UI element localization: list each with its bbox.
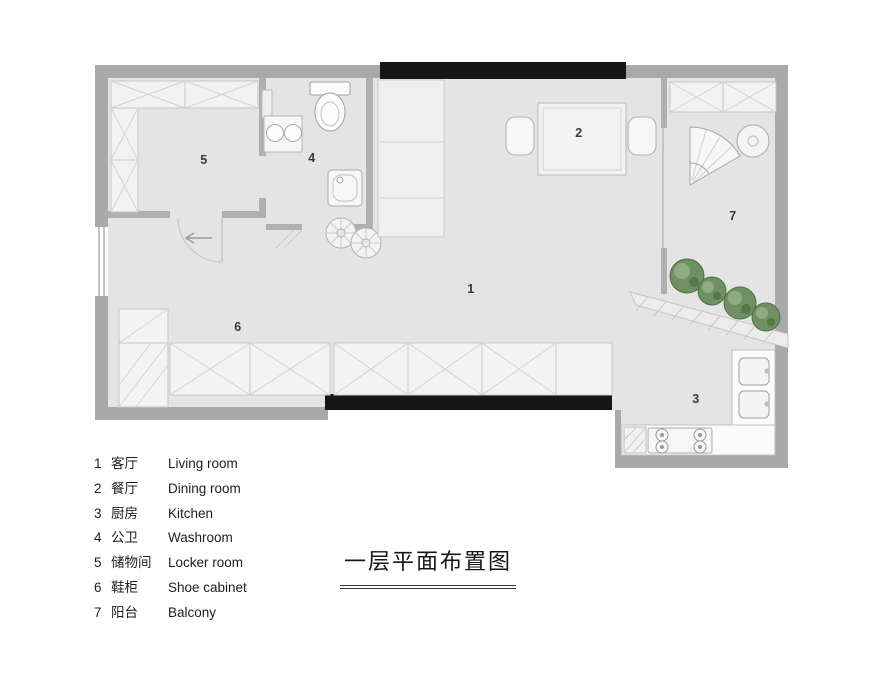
room-label-balcony: 7 xyxy=(729,209,737,223)
kitchen-sink-icon xyxy=(738,357,770,419)
door-swing xyxy=(177,217,223,263)
legend-en-label: Dining room xyxy=(168,480,241,496)
dining-table xyxy=(537,102,627,176)
plant-icon xyxy=(751,302,781,332)
hatch-strip xyxy=(275,229,303,249)
planter-band xyxy=(629,291,789,349)
legend-item-dining-room: 2 餐厅 Dining room xyxy=(94,477,247,502)
plant-icon xyxy=(669,258,705,294)
wall-top-right xyxy=(624,65,788,78)
room-label-kitchen: 3 xyxy=(692,392,700,406)
legend-item-washroom: 4 公卫 Washroom xyxy=(94,526,247,551)
legend-number: 6 xyxy=(94,579,102,595)
legend-en-label: Washroom xyxy=(168,530,233,546)
kitchen-hatch-box xyxy=(623,426,647,454)
legend-item-shoe-cabinet: 6 鞋柜 Shoe cabinet xyxy=(94,576,247,601)
legend-item-balcony: 7 阳台 Balcony xyxy=(94,601,247,626)
plant-icon xyxy=(723,286,757,320)
room-label-living-room: 1 xyxy=(467,282,475,296)
toilet-icon xyxy=(309,81,351,132)
legend-number: 5 xyxy=(94,555,102,571)
legend-en-label: Kitchen xyxy=(168,505,214,521)
legend-zh-label: 储物间 xyxy=(111,555,152,571)
dining-chair xyxy=(505,116,535,156)
wall-right xyxy=(775,65,788,468)
wall-kitchen-left xyxy=(615,410,621,460)
walls-black xyxy=(325,62,626,410)
legend-number: 4 xyxy=(94,530,102,546)
entry-arrow-icon xyxy=(184,232,212,244)
balcony-glass-door xyxy=(662,128,664,248)
legend-item-locker-room: 5 储物间 Locker room xyxy=(94,551,247,576)
legend-en-label: Balcony xyxy=(168,604,217,620)
legend-number: 1 xyxy=(94,456,102,471)
legend-zh-label: 餐厅 xyxy=(111,480,138,496)
island-cabinet xyxy=(377,79,445,238)
legend-number: 2 xyxy=(94,480,102,496)
legend-zh-label: 客厅 xyxy=(111,456,138,471)
sink-bowl-icon xyxy=(284,124,302,142)
room-label-washroom: 4 xyxy=(308,151,316,165)
mop-basin-icon xyxy=(327,169,363,207)
sink-bowl-icon xyxy=(266,124,284,142)
legend-en-label: Living room xyxy=(168,456,238,471)
plant-icon xyxy=(697,276,727,306)
room-label-shoe-cabinet: 6 xyxy=(234,320,242,334)
round-side-table-icon xyxy=(736,124,770,158)
plan-title: 一层平面布置图 xyxy=(340,544,516,589)
legend-item-kitchen: 3 厨房 Kitchen xyxy=(94,502,247,527)
stove-icon xyxy=(647,427,713,454)
room-label-locker-room: 5 xyxy=(200,153,208,167)
wall-left-upper xyxy=(95,65,108,227)
balcony-furniture xyxy=(669,81,777,186)
legend-en-label: Locker room xyxy=(168,555,244,571)
legend-item-living-room: 1 客厅 Living room xyxy=(94,452,247,477)
plant-icons xyxy=(669,258,781,332)
legend-number: 7 xyxy=(94,604,102,620)
wall-bottom-left xyxy=(95,407,328,420)
legend-zh-label: 鞋柜 xyxy=(111,579,138,595)
wall-kitchen-bottom xyxy=(615,455,788,468)
legend-zh-label: 厨房 xyxy=(111,505,138,521)
shoe-cabinet-row xyxy=(118,308,613,408)
wall-left-lower xyxy=(95,296,108,420)
legend-number: 3 xyxy=(94,505,102,521)
kitchen-fixtures xyxy=(621,349,776,456)
dining-chair xyxy=(627,116,657,156)
legend-zh-label: 阳台 xyxy=(111,604,138,620)
washroom-fixtures xyxy=(261,81,363,249)
wall-top-left xyxy=(95,65,385,78)
legend: 1 客厅 Living room 2 餐厅 Dining room 3 厨房 K… xyxy=(94,452,247,626)
wall-bottom-black xyxy=(325,394,612,410)
walls-gray xyxy=(95,65,788,468)
balcony-cabinet xyxy=(669,81,777,113)
dining-set xyxy=(505,102,657,176)
legend-en-label: Shoe cabinet xyxy=(168,579,247,595)
room-label-dining-room: 2 xyxy=(575,126,583,140)
fan-armchair-icon xyxy=(689,126,741,186)
legend-zh-label: 公卫 xyxy=(111,530,138,546)
shelf xyxy=(261,89,273,119)
storage-cabinets xyxy=(110,80,259,213)
window-left xyxy=(98,227,105,296)
wall-top-black xyxy=(380,62,626,79)
round-stool-icons xyxy=(325,217,382,259)
